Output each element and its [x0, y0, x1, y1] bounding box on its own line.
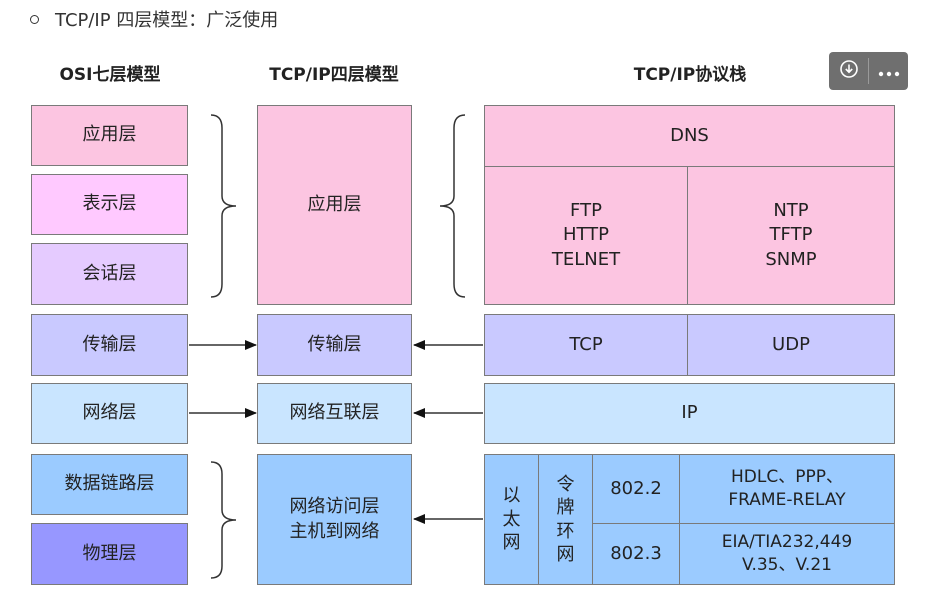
stack-ethernet: 以 太 网 — [484, 454, 539, 585]
osi-application-layer: 应用层 — [31, 105, 188, 166]
bullet-circle-icon — [30, 14, 39, 24]
header-tcpip4: TCP/IP四层模型 — [269, 65, 399, 85]
osi-physical-layer: 物理层 — [31, 523, 188, 585]
brace-stack-application — [439, 114, 466, 298]
tcpip-application-layer: 应用层 — [257, 105, 412, 305]
stack-app-right: NTP TFTP SNMP — [687, 166, 895, 305]
osi-transport-layer: 传输层 — [31, 314, 188, 376]
stack-tcp: TCP — [484, 314, 688, 376]
osi-presentation-layer: 表示层 — [31, 174, 188, 235]
stack-802-3: 802.3 — [592, 523, 680, 585]
stack-token-ring: 令 牌 环 网 — [538, 454, 593, 585]
download-button[interactable] — [829, 52, 868, 90]
tcpip-transport-layer: 传输层 — [257, 314, 412, 376]
header-osi: OSI七层模型 — [59, 65, 161, 85]
more-icon — [878, 62, 900, 81]
download-circle-icon — [839, 59, 859, 83]
intro-bullet: TCP/IP 四层模型：广泛使用 — [30, 6, 278, 32]
stack-802-2: 802.2 — [592, 454, 680, 524]
intro-text: TCP/IP 四层模型：广泛使用 — [55, 10, 279, 31]
stack-udp: UDP — [687, 314, 895, 376]
stack-eia: EIA/TIA232,449 V.35、V.21 — [679, 523, 895, 585]
stack-dns: DNS — [484, 105, 895, 167]
osi-network-layer: 网络层 — [31, 383, 188, 444]
stack-hdlc: HDLC、PPP、 FRAME-RELAY — [679, 454, 895, 524]
osi-datalink-layer: 数据链路层 — [31, 454, 188, 515]
header-stack: TCP/IP协议栈 — [633, 65, 747, 85]
floating-toolbar — [829, 52, 908, 90]
brace-application — [210, 114, 237, 298]
stack-app-left: FTP HTTP TELNET — [484, 166, 688, 305]
brace-network-access — [210, 461, 237, 579]
osi-session-layer: 会话层 — [31, 243, 188, 305]
more-button[interactable] — [869, 52, 908, 90]
tcpip-internet-layer: 网络互联层 — [257, 383, 412, 444]
tcpip-network-access-layer: 网络访问层 主机到网络 — [257, 454, 412, 585]
stack-ip: IP — [484, 383, 895, 444]
